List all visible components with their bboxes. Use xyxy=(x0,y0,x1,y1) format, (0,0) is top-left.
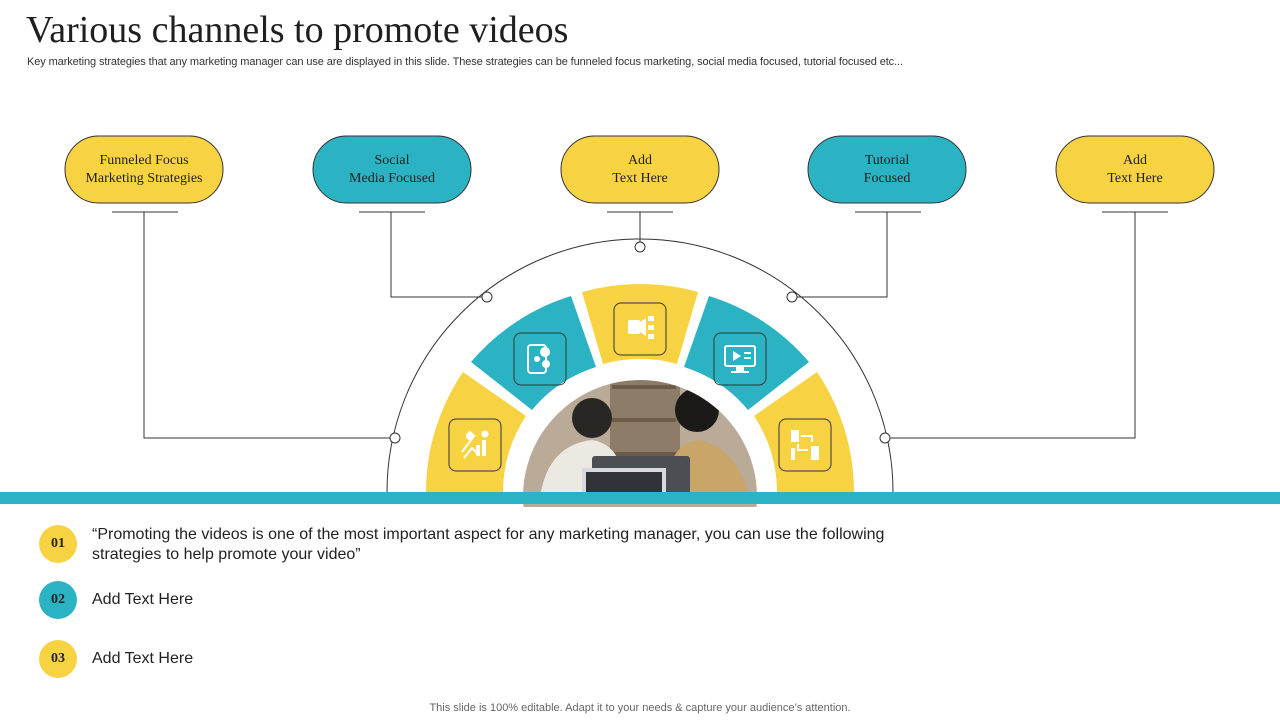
process-flow-icon xyxy=(791,430,819,460)
pill-label-add-text-2: Add Text Here xyxy=(1056,152,1214,188)
connector-4 xyxy=(792,212,888,298)
outer-arc xyxy=(386,238,894,493)
junction-dot-5 xyxy=(879,432,891,444)
pill-label-line1: Funneled Focus xyxy=(99,153,189,168)
growth-chess-icon xyxy=(461,430,489,459)
pill-label-line2: Focused xyxy=(863,171,911,186)
pill-add-text xyxy=(560,135,720,204)
pill-label-line2: Marketing Strategies xyxy=(85,171,203,186)
junction-dot-4 xyxy=(786,291,798,303)
pill-label-funneled-focus: Funneled Focus Marketing Strategies xyxy=(65,152,223,188)
pill-label-add-text: Add Text Here xyxy=(561,152,719,188)
number-badge: 01 xyxy=(39,525,77,563)
wedge-social xyxy=(471,296,596,410)
junction-dot-1 xyxy=(389,432,401,444)
pill-label-line2: Text Here xyxy=(1107,171,1163,186)
connector-2 xyxy=(390,212,487,298)
pill-label-social-media: Social Media Focused xyxy=(313,152,471,188)
people-meeting-photo xyxy=(520,377,760,507)
icon-boxes xyxy=(448,302,832,472)
pill-label-line1: Add xyxy=(627,153,653,168)
junction-dots xyxy=(389,241,891,444)
monitor-tutorial-icon xyxy=(724,345,756,373)
list-item-02: 02 Add Text Here xyxy=(39,581,892,619)
connector-lines xyxy=(112,211,1168,493)
video-flow-icon xyxy=(628,316,654,339)
pill-label-line1: Tutorial xyxy=(864,153,910,168)
growth-chess-icon-box xyxy=(448,418,502,472)
footer-note: This slide is 100% editable. Adapt it to… xyxy=(429,702,851,714)
process-flow-icon-box xyxy=(778,418,832,472)
monitor-tutorial-icon-box xyxy=(713,332,767,386)
list-item-03: 03 Add Text Here xyxy=(39,640,892,678)
pill-label-tutorial: Tutorial Focused xyxy=(808,152,966,188)
pill-label-line2: Text Here xyxy=(612,171,668,186)
junction-dot-3 xyxy=(634,241,646,253)
pill-tutorial xyxy=(807,135,967,204)
list-item-text: “Promoting the videos is one of the most… xyxy=(92,526,885,563)
list-item-text: Add Text Here xyxy=(92,650,194,667)
channel-pills xyxy=(64,135,1215,204)
list-item-text: Add Text Here xyxy=(92,591,194,608)
social-network-icon-box xyxy=(513,332,567,386)
number-badge: 02 xyxy=(39,581,77,619)
divider-band xyxy=(0,492,1280,504)
video-flow-icon-box xyxy=(613,302,667,356)
list-item-01: 01 “Promoting the videos is one of the m… xyxy=(39,525,892,565)
pill-label-line2: Media Focused xyxy=(349,171,435,186)
junction-dot-2 xyxy=(481,291,493,303)
pill-label-line1: Add xyxy=(1122,153,1148,168)
connector-5 xyxy=(885,212,1136,439)
pill-social-media xyxy=(312,135,472,204)
page-title: Various channels to promote videos xyxy=(26,9,569,51)
pill-label-line1: Social xyxy=(374,153,410,168)
social-network-icon xyxy=(527,344,550,374)
connector-1 xyxy=(143,212,395,439)
pill-add-text-2 xyxy=(1055,135,1215,204)
pill-funneled-focus xyxy=(64,135,224,204)
number-badge: 03 xyxy=(39,640,77,678)
page-subtitle: Key marketing strategies that any market… xyxy=(27,56,903,68)
